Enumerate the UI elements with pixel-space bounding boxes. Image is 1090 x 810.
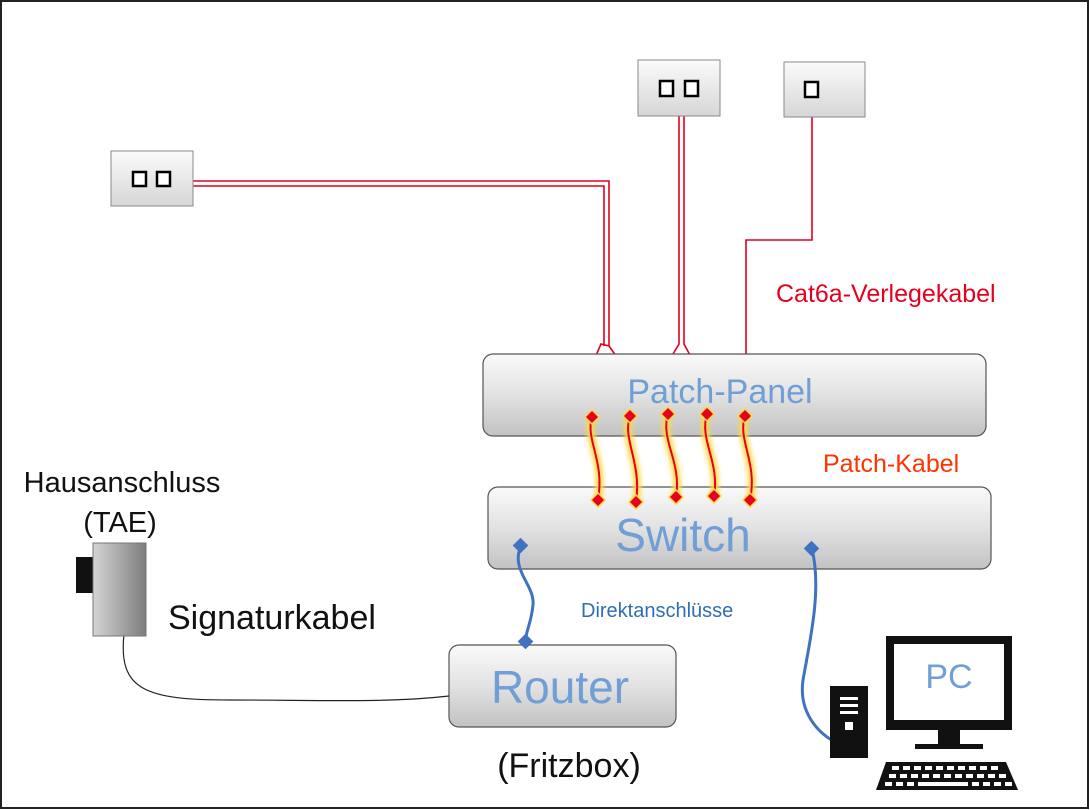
direct-connections-label: Direktanschlüsse [581, 600, 733, 622]
patch-connector [667, 488, 685, 506]
house-connection-label: Hausanschluss [24, 467, 221, 499]
cat6a-cables [193, 116, 813, 375]
patch-connector [583, 408, 601, 426]
cat6a-cable-left-socket [193, 180, 627, 375]
double-ethernet-socket-icon [131, 170, 172, 188]
patch-connector [698, 405, 716, 423]
direct-connector [803, 540, 820, 557]
cat6a-cable-label: Cat6a-Verlegekabel [776, 280, 996, 308]
tae-socket-icon [76, 542, 147, 637]
direct-cable-switch-router [516, 544, 535, 644]
wall-socket-middle [637, 59, 721, 117]
patch-cable [589, 416, 601, 501]
patch-cable [704, 413, 717, 497]
tae-label: (TAE) [83, 507, 157, 539]
patch-cable-label: Patch-Kabel [823, 450, 959, 478]
cat6a-cable-middle-socket [660, 116, 698, 375]
patch-connector [589, 491, 607, 509]
wall-socket-left [110, 150, 194, 207]
switch: Switch [487, 486, 992, 570]
patch-connector [621, 407, 639, 425]
single-ethernet-socket-icon [803, 80, 820, 99]
patch-panel-label: Patch-Panel [627, 373, 812, 411]
router: Router [448, 644, 677, 728]
router-label: Router [491, 661, 629, 713]
switch-label: Switch [615, 509, 750, 561]
patch-connector [705, 487, 723, 505]
fritzbox-label: (Fritzbox) [497, 747, 641, 785]
patch-cables [583, 405, 759, 511]
double-ethernet-socket-icon [658, 79, 700, 98]
wall-socket-right [783, 61, 866, 118]
patch-panel: Patch-Panel [482, 353, 987, 437]
pc-label: PC [925, 658, 972, 696]
patch-connector [659, 405, 677, 423]
patch-cable [665, 413, 679, 498]
patch-connector [736, 407, 754, 425]
signal-cable [122, 633, 450, 702]
patch-connector [741, 491, 759, 509]
patch-connector [627, 493, 645, 511]
desktop-computer-icon [830, 636, 1018, 790]
direct-cable-switch-pc [800, 547, 844, 747]
direct-connector [512, 537, 529, 554]
signal-cable-label: Signaturkabel [168, 599, 376, 637]
patch-cable [742, 415, 753, 501]
cat6a-cable-right-socket [745, 117, 813, 368]
direct-connector [517, 633, 534, 650]
patch-cable [627, 415, 639, 503]
